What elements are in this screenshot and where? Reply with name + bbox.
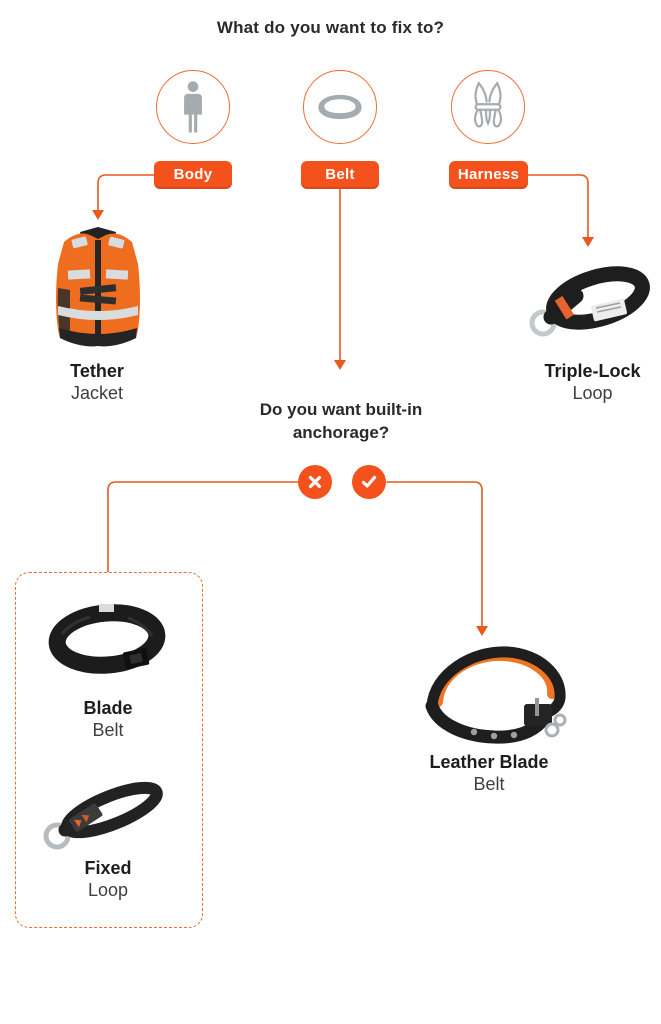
arrowhead-down-icon <box>334 360 346 370</box>
arrowhead-down-icon <box>92 210 104 220</box>
connector-yes-to-belt <box>386 481 483 627</box>
no-anchorage-group-box <box>15 572 203 928</box>
blade-belt-image <box>48 604 166 674</box>
tether-jacket-image <box>56 227 140 347</box>
belt-button[interactable]: Belt <box>301 161 379 189</box>
body-button[interactable]: Body <box>154 161 232 189</box>
fixed-loop-image <box>43 781 163 850</box>
option-circle-belt <box>303 70 377 144</box>
product-name: Tether <box>70 361 124 381</box>
root-question: What do you want to fix to? <box>216 18 445 37</box>
leather-blade-belt-label: Leather Blade Belt <box>405 751 573 795</box>
product-name: Blade <box>83 698 133 718</box>
yes-branch-badge <box>352 465 386 499</box>
check-icon <box>361 475 377 488</box>
cross-icon <box>308 475 322 489</box>
fixed-loop-label: Fixed Loop <box>29 857 187 901</box>
no-branch-badge <box>298 465 332 499</box>
harness-icon <box>473 82 503 128</box>
product-type: Belt <box>92 720 124 740</box>
arrowhead-down-icon <box>582 237 594 247</box>
option-circle-body <box>156 70 230 144</box>
blade-belt-label: Blade Belt <box>29 697 187 741</box>
product-name: Triple-Lock <box>544 361 641 381</box>
person-icon <box>184 81 202 133</box>
product-type: Jacket <box>70 383 124 403</box>
belt-icon <box>318 94 362 120</box>
connector-harness-to-loop <box>527 174 589 238</box>
triple-lock-loop-label: Triple-Lock Loop <box>520 360 661 404</box>
tether-jacket-label: Tether Jacket <box>27 360 167 404</box>
product-type: Loop <box>572 383 613 403</box>
product-type: Loop <box>87 880 129 900</box>
leather-blade-belt-image <box>425 646 567 744</box>
product-name: Leather Blade <box>429 752 549 772</box>
option-circle-harness <box>451 70 525 144</box>
arrowhead-down-icon <box>476 626 488 636</box>
product-name: Fixed <box>84 858 132 878</box>
triple-lock-loop-image <box>529 266 650 337</box>
harness-button[interactable]: Harness <box>449 161 528 189</box>
connector-body-to-jacket <box>97 174 155 211</box>
secondary-question: Do you want built-in anchorage? <box>259 400 423 442</box>
product-type: Belt <box>473 774 505 794</box>
connector-no-to-box <box>107 481 299 573</box>
